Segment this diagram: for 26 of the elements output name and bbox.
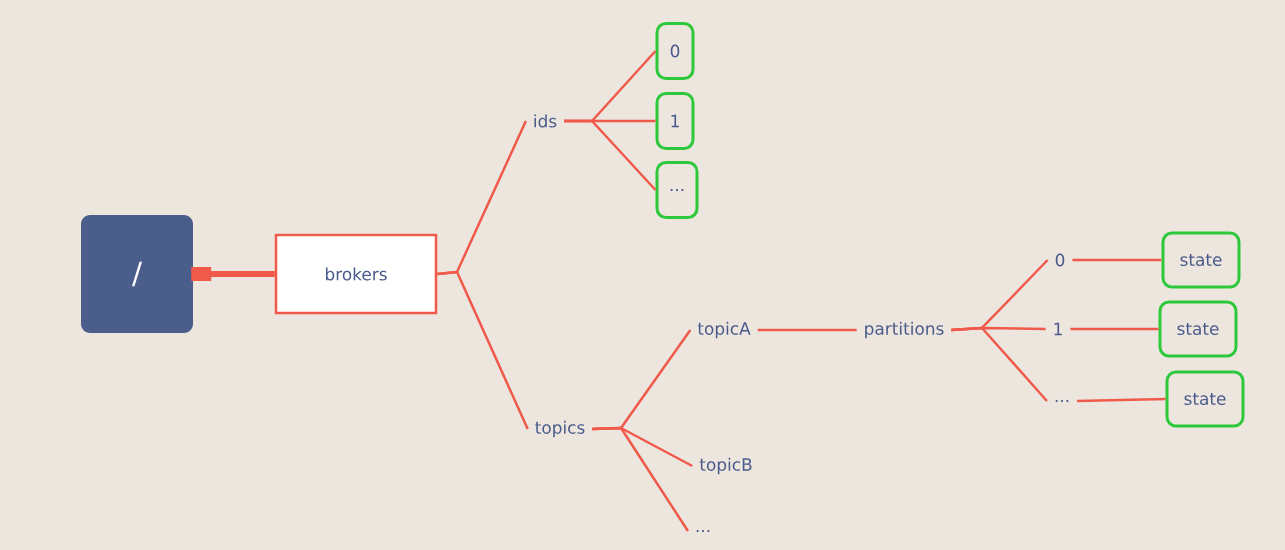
branch-label: topicB <box>699 457 752 475</box>
branch-label: ... <box>1055 399 1069 403</box>
connector-line <box>1077 397 1166 403</box>
leaf-box: state <box>1158 300 1238 358</box>
connector-line <box>564 119 657 191</box>
connector-line <box>1072 258 1162 262</box>
leaf-box: 0 <box>655 22 695 80</box>
connector-line <box>951 326 1048 402</box>
branch-label: ... <box>696 529 710 533</box>
connector-line <box>437 270 529 430</box>
leaf-box: ... <box>655 161 699 219</box>
connector-line <box>191 267 275 281</box>
root-box: / <box>81 215 193 333</box>
leaf-box: state <box>1161 231 1241 289</box>
process-box: brokers <box>274 233 438 315</box>
connector-line <box>592 426 689 532</box>
leaf-box: 1 <box>655 92 695 150</box>
branch-label: topics <box>535 420 585 438</box>
branch-label: partitions <box>865 321 944 339</box>
connector-line <box>1070 327 1159 331</box>
branch-label: ids <box>534 114 557 128</box>
leaf-box: state <box>1165 370 1245 428</box>
connector-line <box>757 328 857 332</box>
branch-label: topicA <box>697 321 751 339</box>
branch-label: 1 <box>1054 322 1062 336</box>
branch-label: 0 <box>1055 253 1065 267</box>
